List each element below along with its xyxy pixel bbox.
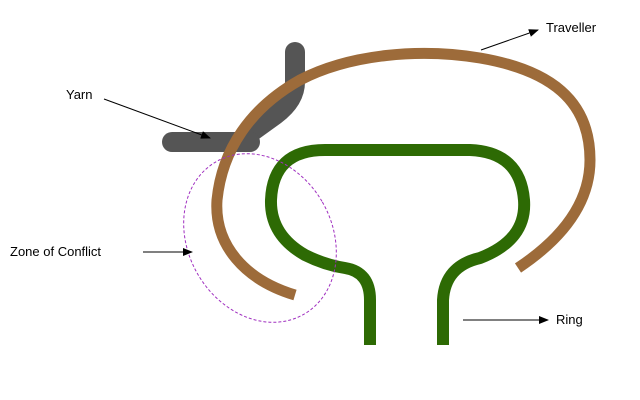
traveller-arrow <box>480 29 539 51</box>
zone-of-conflict-label: Zone of Conflict <box>10 244 102 259</box>
ring <box>265 144 531 345</box>
traveller-label: Traveller <box>546 20 597 35</box>
zone-of-conflict-outline <box>183 153 337 323</box>
yarn-arrow <box>103 98 211 139</box>
yarn-label: Yarn <box>66 87 93 102</box>
traveller <box>211 47 596 301</box>
ring-label: Ring <box>556 312 583 327</box>
